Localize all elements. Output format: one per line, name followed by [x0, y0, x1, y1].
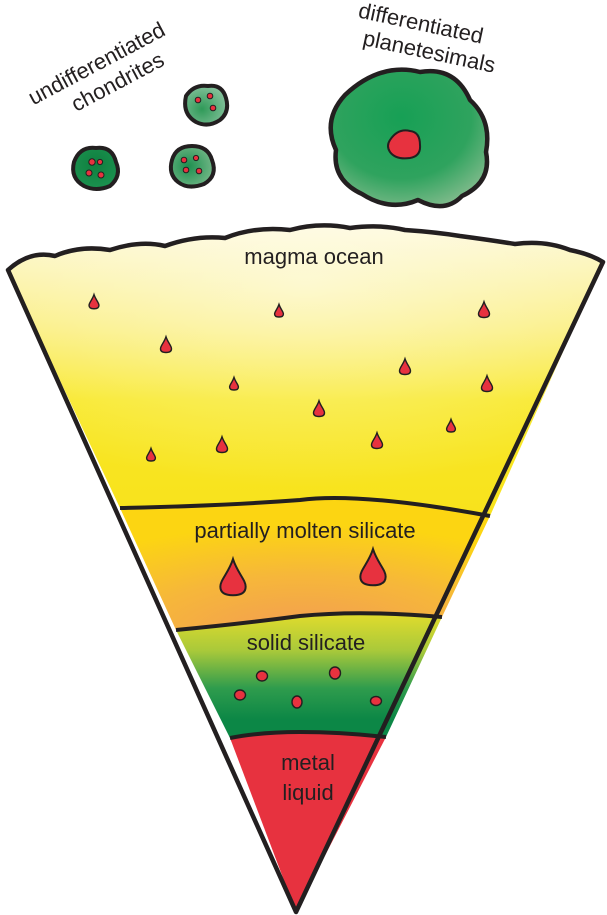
chondrite-top: [185, 86, 227, 125]
chondrites-label: undifferentiated chondrites: [24, 17, 182, 133]
metal-blob: [235, 690, 246, 700]
metal-blob: [292, 696, 302, 708]
metal-blob: [371, 697, 382, 706]
metal-blob: [330, 667, 341, 679]
cross-section-cone: [8, 225, 603, 912]
solid-silicate-label: solid silicate: [247, 630, 366, 655]
chondrite-right: [171, 146, 214, 187]
partially-molten-label: partially molten silicate: [194, 518, 415, 543]
chondrite-left: [73, 148, 118, 189]
magma-ocean-label: magma ocean: [244, 244, 383, 269]
differentiated-planetesimal: [331, 70, 488, 206]
metal-label-line1: metal: [281, 750, 335, 775]
planetesimals-label: differentiated planetesimals: [351, 0, 503, 78]
metal-label-line2: liquid: [282, 780, 333, 805]
metal-blob: [257, 671, 268, 681]
